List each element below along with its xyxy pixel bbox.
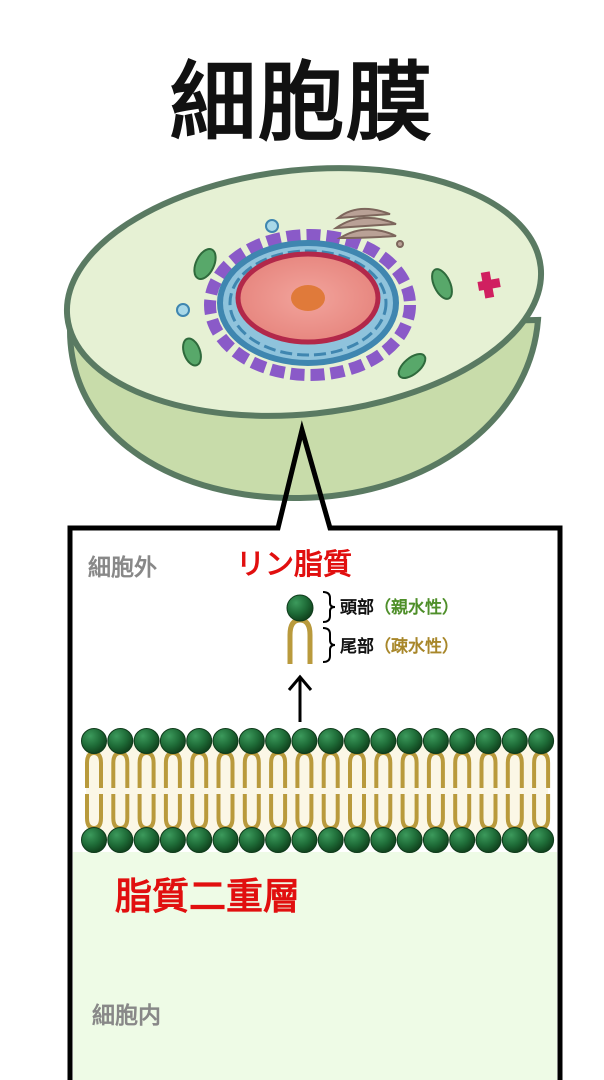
bilayer-interior xyxy=(86,742,548,840)
upper-lipid-head xyxy=(159,728,186,754)
upper-lipid-head xyxy=(317,728,344,754)
lower-lipid-head xyxy=(396,827,423,853)
page-title: 細胞膜 xyxy=(170,53,434,153)
phospholipid-label: リン脂質 xyxy=(236,547,353,581)
vesicle xyxy=(176,303,190,317)
lower-lipid-head xyxy=(81,827,107,853)
upper-lipid-head xyxy=(501,728,528,754)
upper-lipid-head xyxy=(107,728,134,754)
lower-lipid-head xyxy=(449,827,476,853)
cell-illustration xyxy=(63,165,545,502)
cytoplasm-area xyxy=(73,852,557,1080)
upper-lipid-head xyxy=(186,728,213,754)
up-arrow xyxy=(287,674,313,722)
upper-lipid-head xyxy=(396,728,423,754)
phospholipid-head xyxy=(286,594,314,622)
golgi-apparatus xyxy=(332,207,404,248)
vesicle xyxy=(265,219,279,233)
tail-label: 尾部 xyxy=(340,637,374,657)
upper-lipid-head xyxy=(133,728,160,754)
lower-lipid-head xyxy=(238,827,265,853)
lower-lipid-head xyxy=(370,827,397,853)
lower-lipid-head xyxy=(422,827,449,853)
centrosome xyxy=(477,271,501,299)
lower-lipid-head xyxy=(317,827,344,853)
head-label: 頭部 xyxy=(340,598,374,618)
er-blue-inner xyxy=(228,249,388,357)
lipid-bilayer xyxy=(81,728,555,853)
upper-lipid-head xyxy=(370,728,397,754)
nucleolus xyxy=(291,285,325,311)
hydrophilic-label: （親水性） xyxy=(374,598,459,618)
lower-lipid-head xyxy=(159,827,186,853)
lower-lipid-head xyxy=(344,827,370,853)
upper-lipid-head xyxy=(449,728,476,754)
head-brace xyxy=(322,591,336,623)
lower-lipid-head xyxy=(501,827,528,853)
upper-lipid-head xyxy=(291,728,318,754)
lower-lipid-head xyxy=(528,827,555,853)
upper-lipid-head xyxy=(81,728,107,754)
lower-lipid-head xyxy=(265,827,292,853)
upper-lipid-head xyxy=(212,728,239,754)
lower-lipid-head xyxy=(107,827,134,853)
lower-lipid-head xyxy=(133,827,160,853)
head-label-row: 頭部（親水性） xyxy=(340,593,459,618)
upper-lipid-head xyxy=(528,728,555,754)
lower-lipid-head xyxy=(475,827,502,853)
phospholipid-tail xyxy=(287,617,313,664)
upper-lipid-head xyxy=(265,728,292,754)
lower-lipid-head xyxy=(212,827,239,853)
upper-lipid-head xyxy=(344,728,370,754)
lower-lipid-head xyxy=(186,827,213,853)
rough-er-outer xyxy=(204,229,416,381)
hydrophobic-label: （疎水性） xyxy=(374,637,459,657)
intracellular-label: 細胞内 xyxy=(92,1003,161,1029)
upper-lipid-head xyxy=(238,728,265,754)
upper-lipid-head xyxy=(422,728,449,754)
tail-label-row: 尾部（疎水性） xyxy=(340,632,459,657)
mitochondria xyxy=(182,248,453,379)
lower-lipid-head xyxy=(291,827,318,853)
lipid-bilayer-label: 脂質二重層 xyxy=(115,875,300,918)
upper-lipid-head xyxy=(475,728,502,754)
zoom-callout-frame xyxy=(67,420,563,1080)
phospholipid-molecule xyxy=(286,594,314,664)
tail-brace xyxy=(322,627,336,663)
extracellular-label: 細胞外 xyxy=(88,555,157,581)
